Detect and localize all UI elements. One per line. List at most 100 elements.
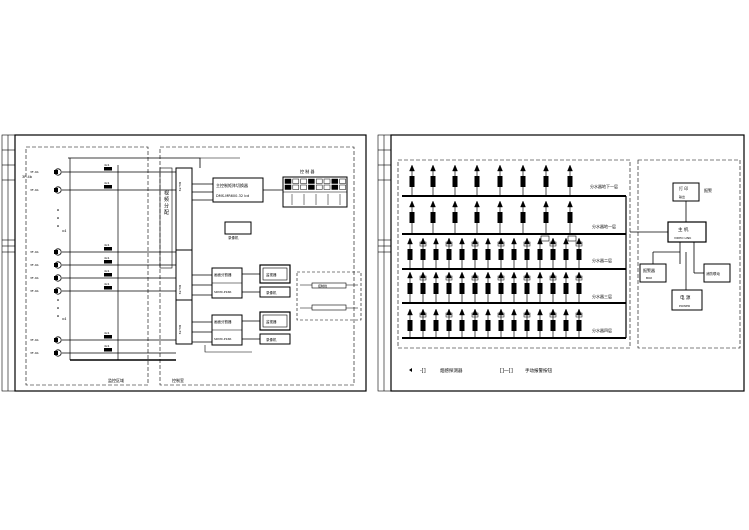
- detector-icon: [576, 283, 582, 294]
- rack-label-2: RG-59: [178, 285, 182, 294]
- host-sub: VIDEO LINK: [674, 236, 692, 240]
- detector-icon: [452, 176, 458, 187]
- riser-arrow-icon: [433, 308, 439, 316]
- bottom-mid-label: 控制室: [172, 377, 184, 383]
- keyboard-key: [300, 178, 307, 184]
- continuation-dot: [57, 307, 59, 309]
- manual-alarm-icon: [523, 312, 531, 318]
- detector-icon: [520, 176, 526, 187]
- riser-arrow-icon: [511, 308, 517, 316]
- floor-code: 3F-4b: [30, 263, 39, 267]
- manual-alarm-icon: [549, 241, 557, 247]
- detector-icon: [446, 249, 452, 260]
- fire-title: 消防联动: [706, 271, 720, 276]
- manual-alarm-icon: [549, 312, 557, 318]
- detector-icon: [543, 212, 549, 223]
- manual-alarm-icon: [419, 312, 427, 318]
- riser-arrow-icon: [446, 308, 452, 316]
- detector-icon: [563, 283, 569, 294]
- riser-arrow-icon: [537, 271, 543, 279]
- detector-icon: [459, 249, 465, 260]
- floor-code: 3F-4b: [30, 170, 39, 174]
- riser-arrow-icon: [524, 237, 530, 245]
- riser-arrow-icon: [459, 237, 465, 245]
- riser-arrow-icon: [420, 308, 426, 316]
- detector-icon: [511, 320, 517, 331]
- keyboard-title: 控 制 器: [300, 168, 315, 174]
- distributor-column: [175, 167, 193, 345]
- inset-zone: [296, 271, 362, 321]
- detector-icon: [452, 212, 458, 223]
- detector-icon: [420, 249, 426, 260]
- detector-icon: [498, 320, 504, 331]
- continuation-dot: [57, 225, 59, 227]
- riser-arrow-icon: [524, 271, 530, 279]
- detector-icon: [550, 320, 556, 331]
- detector-icon: [567, 212, 573, 223]
- branch-tag: 4x1: [104, 331, 110, 335]
- riser-arrow-icon: [430, 200, 436, 208]
- vcr-tag-1: 录像机: [266, 290, 277, 295]
- monitor-tag-2: 监视器: [266, 319, 277, 324]
- camera-body-icon: [54, 289, 58, 293]
- keyboard-key: [315, 178, 323, 184]
- manual-alarm-icon: [523, 275, 531, 281]
- control-zone: [159, 146, 355, 386]
- riser-arrow-icon: [420, 271, 426, 279]
- detector-icon: [563, 320, 569, 331]
- riser-arrow-icon: [520, 200, 526, 208]
- riser-arrow-icon: [472, 237, 478, 245]
- manual-alarm-icon: [445, 312, 453, 318]
- branch-tag: 4x1: [104, 163, 110, 167]
- riser-arrow-icon: [485, 308, 491, 316]
- detector-icon: [472, 249, 478, 260]
- keyboard-key: [331, 184, 339, 190]
- riser-arrow-icon: [543, 200, 549, 208]
- detector-icon: [433, 320, 439, 331]
- floor-code: 3F-4b: [30, 276, 39, 280]
- feed-line: [68, 157, 201, 168]
- riser-arrow-icon: [433, 237, 439, 245]
- group2-sub: SDMX-P16R: [214, 337, 232, 341]
- matrix-sub: DMS-MR600-32 lcd: [216, 194, 249, 198]
- riser-arrow-icon: [485, 237, 491, 245]
- detector-icon: [498, 283, 504, 294]
- manual-alarm-icon: [523, 241, 531, 247]
- camera-body-icon: [54, 351, 58, 355]
- floor-label-4: 分水器三层: [592, 293, 612, 299]
- inset-label: 控制线: [318, 283, 327, 288]
- branch-tag: 4x1: [104, 269, 110, 273]
- riser-arrow-icon: [576, 237, 582, 245]
- power-box: [671, 289, 703, 311]
- group2-title: 画面分割器: [214, 319, 232, 324]
- power-title: 电 源: [680, 294, 691, 301]
- recorder-tag: 录像机: [228, 235, 239, 240]
- legend-symbol-1: -[]: [420, 368, 426, 374]
- host-title: 主 机: [678, 226, 689, 233]
- riser-arrow-icon: [446, 237, 452, 245]
- riser-arrow-icon: [520, 164, 526, 172]
- detector-icon: [409, 176, 415, 187]
- camera-group: 4x13F-4b4x13F-4b4x13F-4b4x13F-4b4x13F-4b…: [30, 158, 176, 361]
- detector-icon: [474, 212, 480, 223]
- detector-icon: [543, 176, 549, 187]
- riser-arrow-icon: [472, 308, 478, 316]
- floor-label-5: 分水器四层: [592, 327, 612, 333]
- manual-alarm-icon: [471, 275, 479, 281]
- detector-icon: [497, 212, 503, 223]
- legend-2: 手动报警按钮: [525, 367, 552, 374]
- detector-icon: [459, 320, 465, 331]
- keyboard-key: [339, 178, 346, 184]
- branch-tag-box: [104, 348, 112, 352]
- detector-icon: [459, 283, 465, 294]
- detector-icon: [524, 320, 530, 331]
- dots-label-1: x4: [62, 229, 67, 233]
- keyboard-key: [308, 184, 315, 190]
- riser-arrow-icon: [511, 271, 517, 279]
- right-title-strip: [377, 134, 392, 392]
- detector-icon: [407, 249, 413, 260]
- riser-arrow-icon: [524, 308, 530, 316]
- keyboard-key: [331, 178, 339, 184]
- keyboard-key: [308, 178, 315, 184]
- right-sheet: [377, 134, 745, 392]
